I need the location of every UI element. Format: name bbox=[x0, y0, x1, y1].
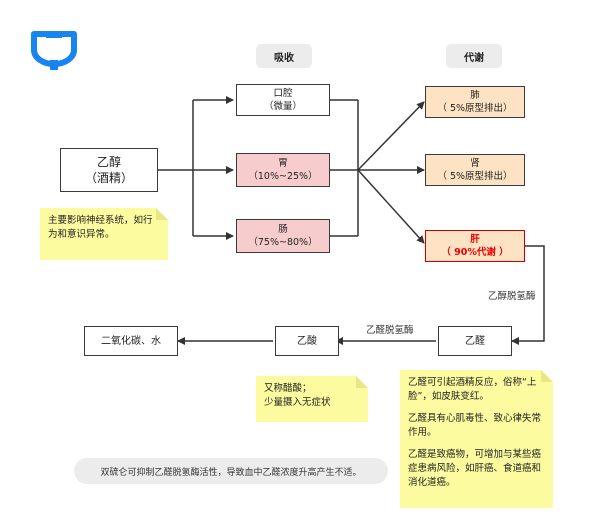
edge-label-aldh: 乙醛脱氢酶 bbox=[366, 325, 414, 336]
header-metabolism: 代谢 bbox=[446, 44, 502, 68]
node-lung-name: 肺 bbox=[470, 90, 480, 101]
node-co2-water: 二氧化碳、水 bbox=[84, 326, 178, 356]
node-mouth-share: （微量） bbox=[263, 101, 302, 112]
node-kidney-name: 肾 bbox=[470, 158, 480, 169]
node-kidney-share: （ 5%原型排出） bbox=[437, 171, 513, 182]
node-liver-share: （ 90%代谢 ） bbox=[441, 247, 509, 258]
node-kidney: 肾 （ 5%原型排出） bbox=[425, 154, 525, 186]
node-lung-share: （ 5%原型排出） bbox=[437, 103, 513, 114]
pipe-logo-icon bbox=[30, 30, 82, 70]
node-ethanol-name: 乙醇 bbox=[96, 155, 121, 169]
node-intestine-share: （75%~80%） bbox=[248, 237, 318, 248]
node-ethanol-alias: （酒精） bbox=[84, 171, 133, 185]
edge-to-lung bbox=[357, 101, 425, 171]
node-stomach-name: 胃 bbox=[278, 158, 288, 169]
node-intestine-name: 肠 bbox=[278, 224, 288, 235]
edge-label-adh: 乙醇脱氢酶 bbox=[488, 291, 536, 302]
node-acetic-acid: 乙酸 bbox=[275, 326, 339, 356]
node-stomach-share: （10%~25%） bbox=[248, 171, 318, 182]
note-nervous-system: 主要影响神经系统，如行为和意识异常。 bbox=[40, 208, 168, 260]
edge-liver-to-acetaldehyde bbox=[511, 245, 545, 345]
node-mouth-name: 口腔 bbox=[273, 88, 293, 99]
header-absorption: 吸收 bbox=[256, 44, 312, 68]
note-acetic-acid: 又称醋酸； 少量摄入无症状 bbox=[256, 376, 368, 422]
node-acetaldehyde: 乙醛 bbox=[438, 326, 512, 356]
node-liver: 肝 （ 90%代谢 ） bbox=[425, 230, 525, 262]
edge-to-liver bbox=[357, 169, 425, 244]
node-stomach: 胃 （10%~25%） bbox=[236, 153, 330, 187]
node-intestine: 肠 （75%~80%） bbox=[236, 219, 330, 253]
node-mouth: 口腔 （微量） bbox=[236, 84, 330, 116]
footer-note: 双硫仑可抑制乙醛脱氢酶活性，导致血中乙醛浓度升高产生不适。 bbox=[74, 458, 388, 484]
node-lung: 肺 （ 5%原型排出） bbox=[425, 86, 525, 118]
note-acetaldehyde: 乙醛可引起酒精反应，俗称“上脸”，如皮肤变红。 乙醛具有心肌毒性、致心律失常作用… bbox=[400, 370, 553, 508]
node-liver-name: 肝 bbox=[470, 234, 480, 245]
node-ethanol: 乙醇 （酒精） bbox=[60, 148, 158, 192]
